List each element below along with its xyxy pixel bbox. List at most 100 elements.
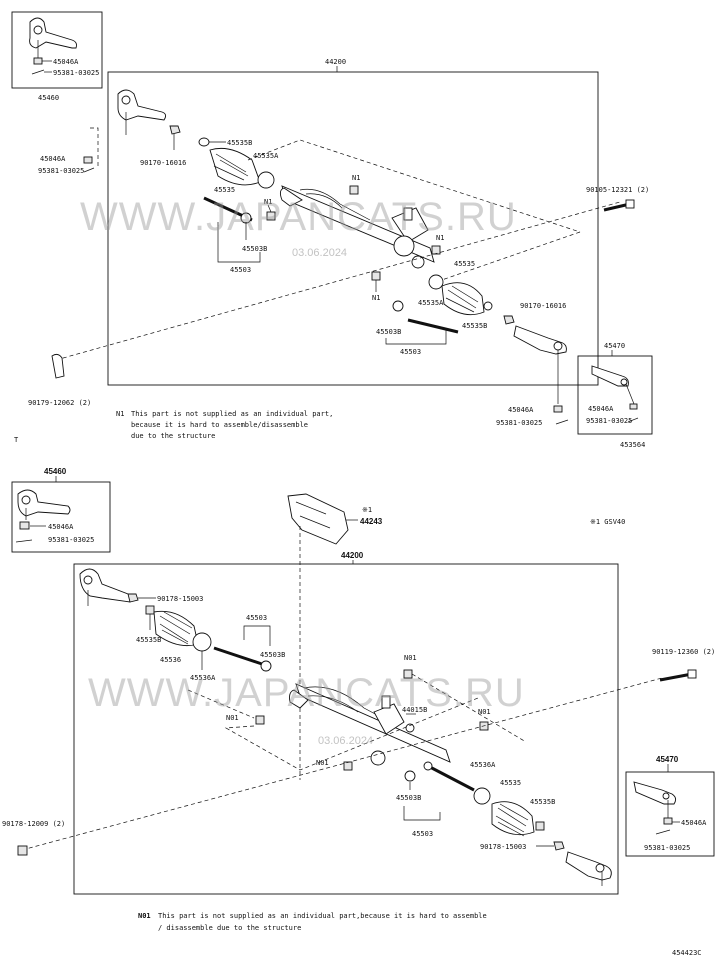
part-label: 95381-03025 xyxy=(586,417,632,425)
watermark: WWW.JAPANCATS.RU xyxy=(88,671,525,715)
cap-icon xyxy=(405,723,415,733)
tie-rod-end-icon xyxy=(117,89,167,135)
part-label: 45046A xyxy=(508,406,534,414)
tie-rod-end-icon xyxy=(17,489,71,520)
part-label: 95381-03025 xyxy=(496,419,542,427)
part-label: 45503 xyxy=(230,266,251,274)
note-line: This part is not supplied as an individu… xyxy=(158,912,487,920)
part-label: 45536A xyxy=(470,761,496,769)
inset-title: 45460 xyxy=(38,94,59,102)
part-label: 90178-12009 (2) xyxy=(2,820,65,828)
ring-icon xyxy=(257,171,275,189)
part-label: N01 xyxy=(316,759,329,767)
part-label: 45503B xyxy=(396,794,421,802)
part-label: 45536 xyxy=(160,656,181,664)
nut-icon xyxy=(83,156,93,164)
part-label: 45503 xyxy=(412,830,433,838)
note-line: because it is hard to assemble/disassemb… xyxy=(131,421,308,429)
part-label: N1 xyxy=(264,198,272,206)
part-label: 45046A xyxy=(48,523,74,531)
inner-tie-rod-icon xyxy=(423,761,475,792)
top-inset-right-box xyxy=(577,355,653,435)
part-label: 45503 xyxy=(400,348,421,356)
boot-icon xyxy=(491,801,535,837)
clamp-icon xyxy=(483,301,493,311)
boot-icon xyxy=(441,282,485,316)
cotter-pin-icon xyxy=(31,69,45,75)
part-label: 95381-03025 xyxy=(48,536,94,544)
cotter-pin-icon xyxy=(555,419,569,425)
part-label: 90179-12062 (2) xyxy=(28,399,91,407)
footnote-ref: ※1 xyxy=(362,506,372,514)
part-label: 45503B xyxy=(376,328,401,336)
nut-icon xyxy=(629,403,638,410)
note-key: N1 xyxy=(116,410,124,418)
clamp-icon xyxy=(198,137,210,147)
part-label: 45046A xyxy=(53,58,79,66)
part-label: 45535B xyxy=(227,139,252,147)
tie-rod-end-icon xyxy=(513,325,567,404)
inner-tie-rod-icon xyxy=(392,300,459,334)
part-label: 95381-03025 xyxy=(53,69,99,77)
nut-icon xyxy=(663,817,673,825)
part-label: 45535 xyxy=(454,260,475,268)
nut-icon xyxy=(553,405,563,413)
part-label: N1 xyxy=(436,234,444,242)
assembly-number: 44200 xyxy=(341,551,364,560)
part-label: 90105-12321 (2) xyxy=(586,186,649,194)
n1-part-icon xyxy=(349,185,359,195)
part-label: 45503B xyxy=(260,651,285,659)
tie-rod-end-icon xyxy=(565,851,612,886)
inner-tie-rod-icon xyxy=(203,196,253,224)
part-label: 45046A xyxy=(40,155,66,163)
clamp-icon xyxy=(535,821,545,831)
part-label: 45503 xyxy=(246,614,267,622)
steering-rack-icon xyxy=(279,185,435,269)
bolt-icon xyxy=(659,669,697,682)
assembly-number: 44200 xyxy=(325,58,346,66)
tie-rod-end-icon xyxy=(591,365,635,405)
clamp-icon xyxy=(404,770,416,782)
ring-icon xyxy=(473,787,491,805)
part-label: N01 xyxy=(226,714,239,722)
cover-plate-icon xyxy=(287,493,349,545)
part-label: 45535B xyxy=(136,636,161,644)
part-label: 45535A xyxy=(418,299,444,307)
cotter-pin-icon xyxy=(15,539,33,543)
top-inset-left-box xyxy=(11,11,103,89)
note-key: N01 xyxy=(138,912,151,920)
part-label: N01 xyxy=(404,654,417,662)
n01-part-icon xyxy=(343,761,353,771)
part-label: 45046A xyxy=(681,819,707,827)
inset-title: 45460 xyxy=(44,467,67,476)
part-label: 45046A xyxy=(588,405,614,413)
part-label: 90170-16016 xyxy=(520,302,566,310)
part-label: 90170-16016 xyxy=(140,159,186,167)
top-main-box xyxy=(107,71,599,386)
illustration-code: 454423C xyxy=(672,949,702,957)
steering-rack-icon xyxy=(289,683,451,766)
nut-icon xyxy=(553,841,565,851)
part-label: 95381-03025 xyxy=(38,167,84,175)
watermark-date: 03.06.2024 xyxy=(318,735,373,747)
note-line: due to the structure xyxy=(131,432,215,440)
nut-icon xyxy=(33,57,43,65)
bolt-icon xyxy=(17,845,28,856)
nut-icon xyxy=(169,125,181,135)
n01-part-icon xyxy=(255,715,265,725)
cotter-pin-icon xyxy=(627,417,639,423)
part-label: 45535B xyxy=(530,798,555,806)
bottom-inset-right-box xyxy=(625,771,715,857)
part-label: 44015B xyxy=(402,706,427,714)
part-label: 90178-15003 xyxy=(157,595,203,603)
part-label: 90119-12360 (2) xyxy=(652,648,715,656)
footnote: ※1 GSV40 xyxy=(590,518,625,526)
tie-rod-end-icon xyxy=(633,781,677,818)
n1-part-icon xyxy=(371,271,381,281)
inset-title: 45470 xyxy=(604,342,625,350)
top-diagram: 45046A 95381-03025 45460 44200 90170-160… xyxy=(11,11,653,449)
part-label: 90178-15003 xyxy=(480,843,526,851)
part-label: N1 xyxy=(352,174,360,182)
ring-icon xyxy=(192,632,212,652)
inset-title: 45470 xyxy=(656,755,679,764)
